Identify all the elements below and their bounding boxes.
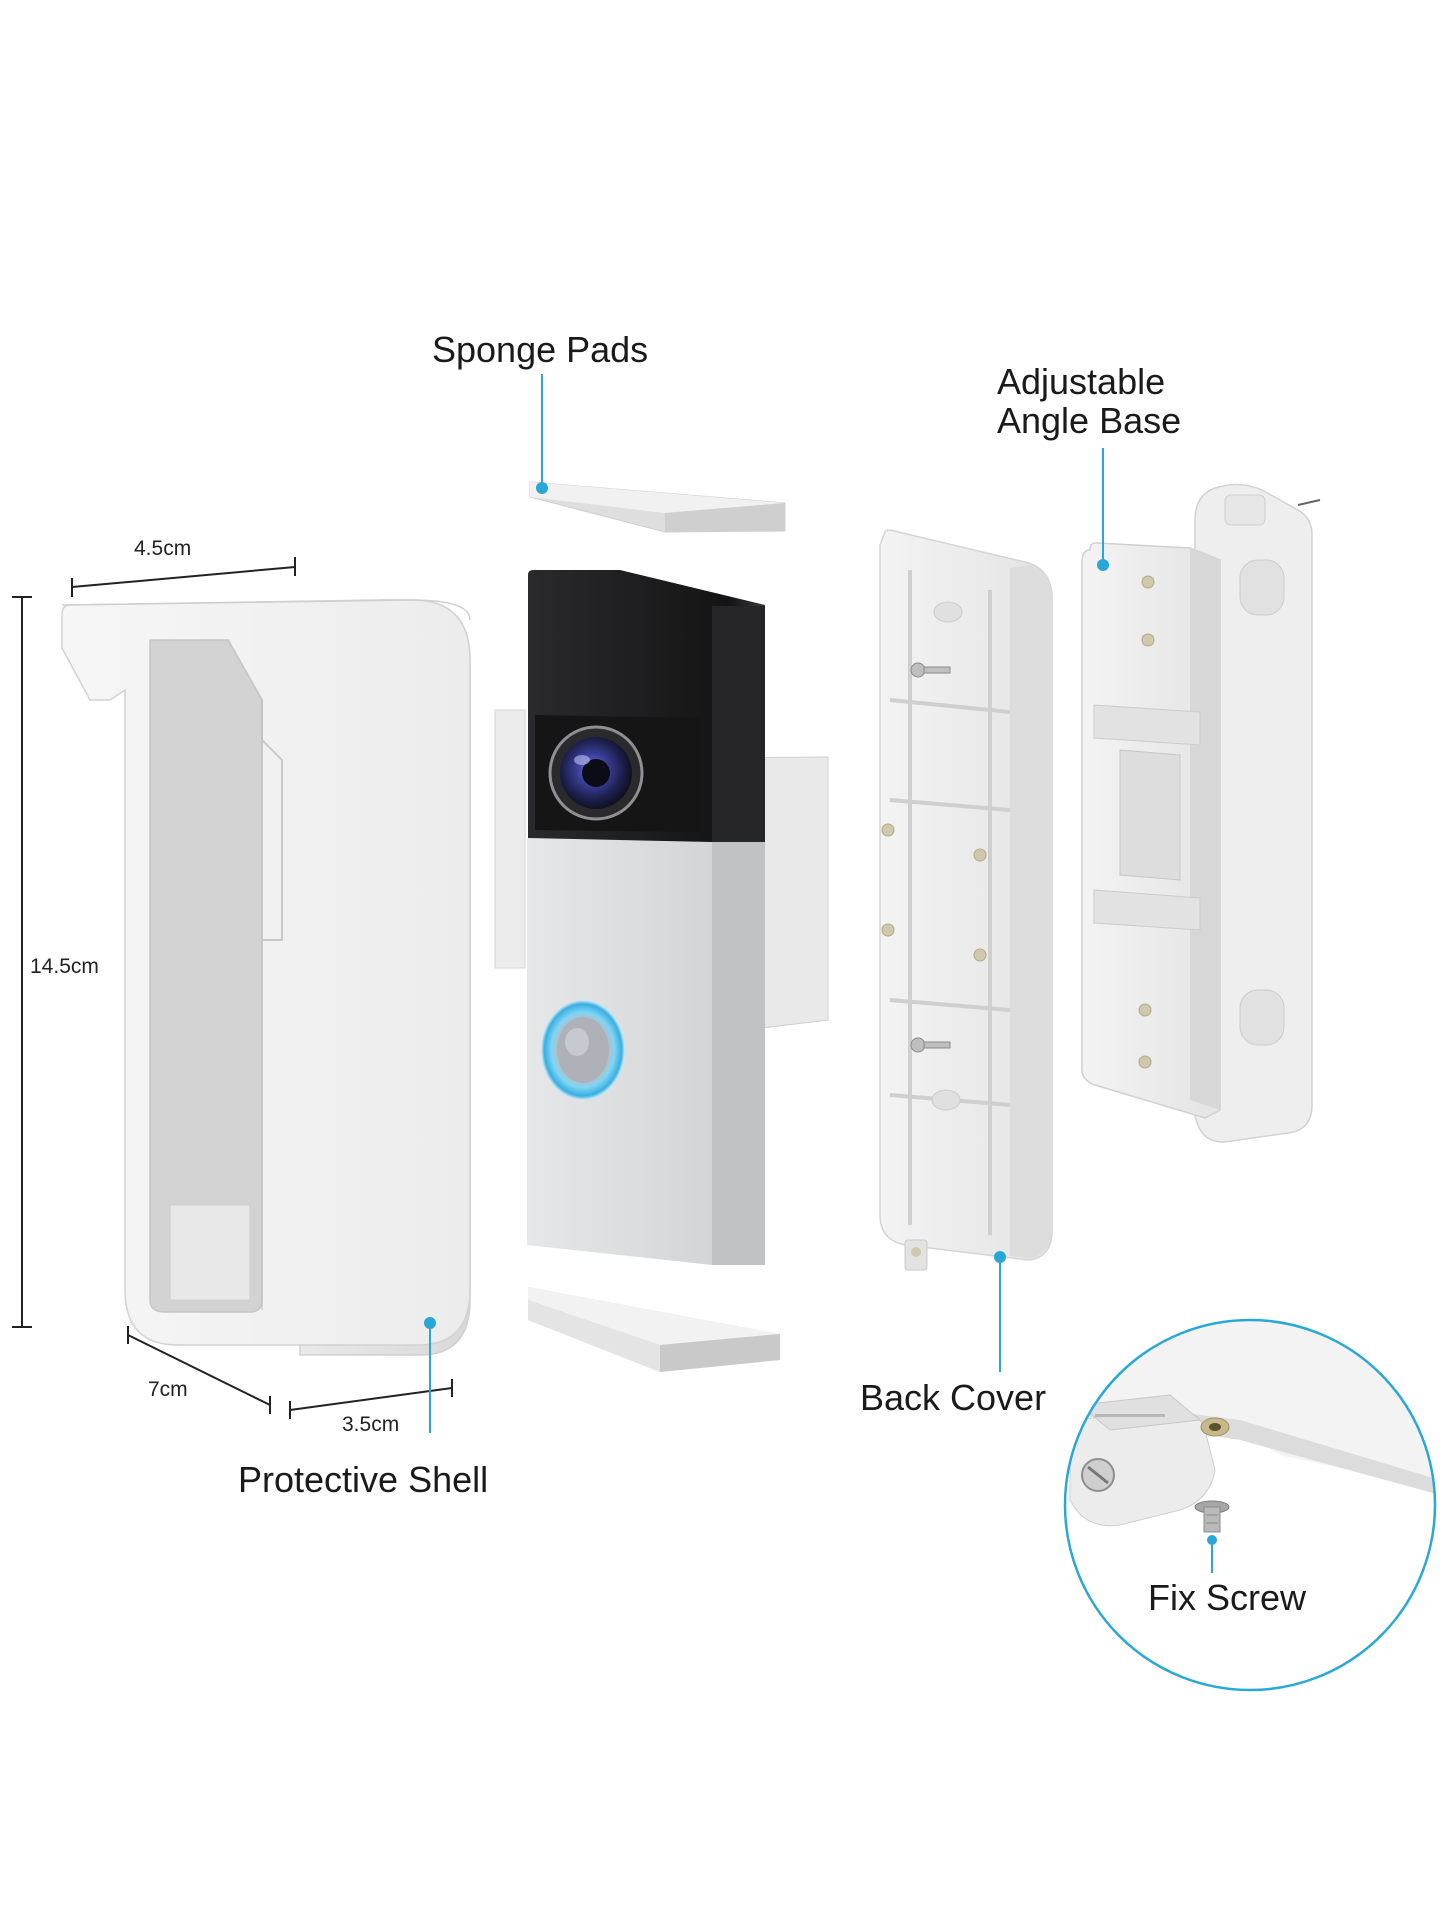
- label-adjustable-angle-base-line2: Angle Base: [997, 400, 1182, 441]
- doorbell-device: [527, 570, 765, 1265]
- camera-lens-icon: [548, 725, 644, 821]
- label-sponge-pads: Sponge Pads: [432, 329, 649, 370]
- hinge-screw-icon: [1081, 1458, 1115, 1492]
- sponge-pad-left: [494, 709, 526, 969]
- dimension-depth: 7cm: [148, 1378, 188, 1401]
- dimension-width: 4.5cm: [134, 537, 192, 560]
- fix-screw-icon: [1194, 1500, 1230, 1533]
- callout-lines: [424, 374, 1217, 1573]
- sponge-pad-top: [529, 481, 786, 533]
- label-protective-shell: Protective Shell: [238, 1459, 489, 1500]
- label-fix-screw: Fix Screw: [1148, 1577, 1307, 1618]
- doorbell-button-icon: [541, 1000, 625, 1100]
- back-cover: [879, 529, 1053, 1271]
- label-adjustable-angle-base-line1: Adjustable: [997, 361, 1166, 402]
- screw-icon: [910, 662, 951, 1053]
- adjustable-angle-base: [1081, 483, 1321, 1143]
- fix-screw-inset: [1063, 1318, 1437, 1692]
- protective-shell: [61, 599, 471, 1356]
- label-back-cover: Back Cover: [860, 1377, 1047, 1418]
- dimension-height: 14.5cm: [30, 955, 99, 978]
- sponge-pad-bottom: [528, 1287, 780, 1372]
- dimension-inner-width: 3.5cm: [342, 1413, 400, 1436]
- dimension-lines: [12, 557, 453, 1419]
